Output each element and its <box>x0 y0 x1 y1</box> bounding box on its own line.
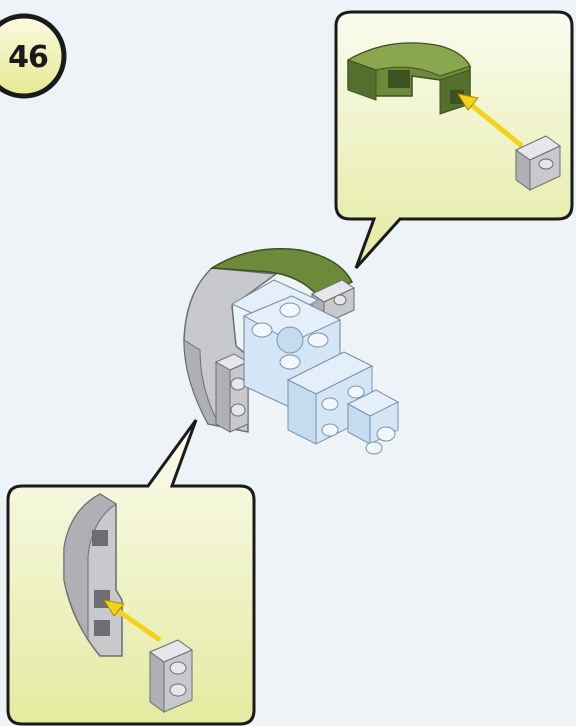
step-number: 46 <box>8 40 48 75</box>
light-gray-1x2-brick <box>150 640 192 712</box>
callout-bottom-left <box>8 420 254 724</box>
callout-top-right <box>336 12 572 268</box>
assembly-model <box>184 249 398 454</box>
step-badge: 46 <box>0 16 64 96</box>
